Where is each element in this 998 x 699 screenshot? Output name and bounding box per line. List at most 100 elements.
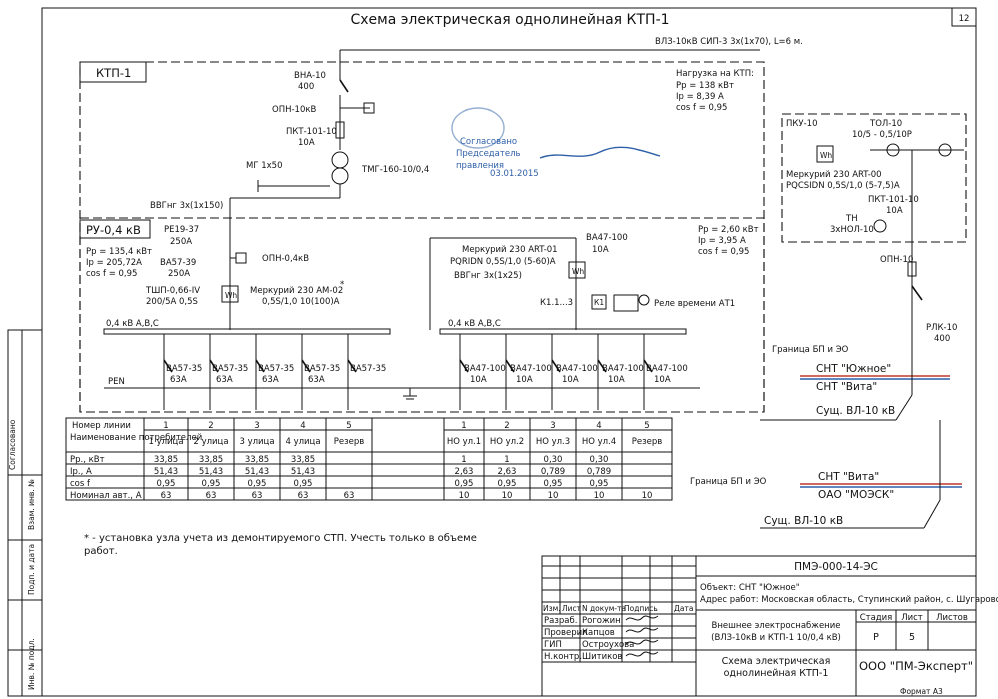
side-label-inventory: Инв. № подл.: [27, 638, 36, 690]
note-block: * - установка узла учета из демонтируемо…: [84, 533, 477, 557]
tn-label: ТН: [845, 214, 858, 224]
cell: 51,43: [291, 467, 315, 477]
bus-left-label: 0,4 кВ А,В,С: [106, 319, 159, 329]
stamp-board: правления: [456, 161, 504, 171]
sheets-header: Листов: [936, 613, 968, 623]
signature: [625, 627, 659, 633]
boundary1-title: Граница БП и ЭО: [772, 345, 849, 355]
transformer-label: ТМГ-160-10/0,4: [361, 165, 429, 175]
cell: Резерв: [632, 437, 663, 447]
table-head-line: Номер линии: [72, 421, 131, 431]
ktp-load-pp: Рр = 138 кВт: [676, 81, 734, 91]
feeder-right-5-model: ВА47-100: [646, 364, 688, 374]
name-2: Капцов: [582, 628, 615, 638]
stamp-date: 03.01.2015: [490, 169, 539, 179]
doc-title: Схема электрическая: [722, 656, 831, 667]
role-2: Проверил: [544, 628, 588, 638]
tol-ratio: 10/5 - 0,5/10Р: [852, 130, 912, 140]
ru-label: РУ-0,4 кВ: [86, 223, 141, 237]
feeder-left-3-current: 63А: [262, 375, 279, 385]
approval-stamp: Согласовано Председатель правления 03.01…: [451, 107, 661, 179]
cell: НО ул.4: [582, 437, 616, 447]
cell: 3: [550, 421, 555, 431]
wh-label: Wh: [820, 151, 832, 160]
stamp-agreed: Согласовано: [460, 137, 517, 147]
cell: 0,95: [294, 479, 313, 489]
ru-meter-box: [221, 285, 239, 303]
pku-label: ПКУ-10: [786, 119, 818, 129]
cell: 1 улица: [148, 437, 183, 447]
pku-fuse-current: 10А: [886, 206, 903, 216]
ru-cos: cos f = 0,95: [86, 269, 137, 279]
va-in-label: ВА57-39: [160, 258, 196, 268]
ct-symbol: [938, 143, 952, 157]
rlk-label: РЛК-10: [926, 323, 957, 333]
row-label-i: Iр., А: [70, 467, 92, 477]
cell: 0,95: [157, 479, 176, 489]
name-4: Шитиков: [582, 652, 622, 662]
sheet-format: Формат А3: [900, 687, 943, 696]
opn10-label: ОПН-10кВ: [272, 105, 316, 115]
feeder-left-5-model: ВА57-35: [350, 364, 386, 374]
side-label-agreed: Согласовано: [8, 419, 17, 470]
feeder-right-1-current: 10А: [470, 375, 487, 385]
cell: 2: [208, 421, 213, 431]
loads-table: [65, 417, 673, 501]
side-label-sign-date: Подп. и дата: [27, 544, 36, 595]
pku-fuse: ПКТ-101-10: [868, 195, 919, 205]
feeder-left-1-model: ВА57-35: [166, 364, 202, 374]
cell: 0,95: [544, 479, 563, 489]
hv-incomer: [229, 49, 760, 330]
cell: 51,43: [245, 467, 269, 477]
cell: 0,95: [498, 479, 517, 489]
role-1: Разраб.: [544, 616, 577, 626]
ktp-label-box: [79, 61, 147, 83]
k1-label: К1: [594, 298, 604, 307]
k1-box: [591, 294, 607, 310]
ktp-load-cos: cos f = 0,95: [676, 103, 727, 113]
signature: [625, 639, 659, 645]
feeder-left-2-current: 63А: [216, 375, 233, 385]
cell: 0,30: [590, 455, 609, 465]
pku-meter: Меркурий 230 ART-00: [786, 170, 882, 180]
ru-meter-asterisk: *: [340, 280, 344, 290]
clock-icon: [638, 294, 650, 306]
cell: 0,789: [541, 467, 565, 477]
cell: 3 улица: [239, 437, 274, 447]
cell: 0,95: [248, 479, 267, 489]
cell: НО ул.1: [447, 437, 481, 447]
cell: 33,85: [291, 455, 315, 465]
cell: 10: [548, 491, 559, 501]
s2-meter-box: [568, 261, 586, 279]
wh-label: Wh: [572, 267, 584, 276]
cell: 0,95: [590, 479, 609, 489]
feeder-right-2-current: 10А: [516, 375, 533, 385]
cell: 63: [161, 491, 172, 501]
cell: 4: [596, 421, 601, 431]
s2-cos: cos f = 0,95: [698, 247, 749, 257]
doc-subtitle: однолинейная КТП-1: [724, 668, 829, 679]
pku-enclosure: [781, 113, 967, 243]
stage-header: Стадия: [860, 613, 893, 623]
boundary1-line-label: Сущ. ВЛ-10 кВ: [816, 405, 895, 417]
cell: 10: [459, 491, 470, 501]
main-cable-label: ВВГнг 3х(1х150): [150, 201, 223, 211]
ktp-label: КТП-1: [96, 66, 131, 80]
vna-label: ВНА-10: [294, 71, 326, 81]
title-block: [541, 555, 977, 697]
page-number: 12: [959, 14, 970, 24]
feeder-line-label: ВЛЗ-10кВ СИП-3 3х(1х70), L=6 м.: [655, 37, 803, 47]
cell: 33,85: [245, 455, 269, 465]
work-subtitle: (ВЛЗ-10кВ и КТП-1 10/0,4 кВ): [711, 633, 841, 643]
cell: 0,789: [587, 467, 611, 477]
tol-label: ТОЛ-10: [869, 119, 902, 129]
cell: 3: [254, 421, 259, 431]
vna-current: 400: [298, 82, 314, 92]
name-1: Рогожин: [582, 616, 621, 626]
sheet-value: 5: [909, 632, 915, 643]
boundary2-owner1: СНТ "Вита": [818, 471, 879, 483]
boundary2-line-label: Сущ. ВЛ-10 кВ: [764, 515, 843, 527]
signature: [625, 651, 659, 657]
ru-pp: Рр = 135,4 кВт: [86, 247, 152, 257]
row-label-nom: Номинал авт., А: [70, 491, 142, 501]
